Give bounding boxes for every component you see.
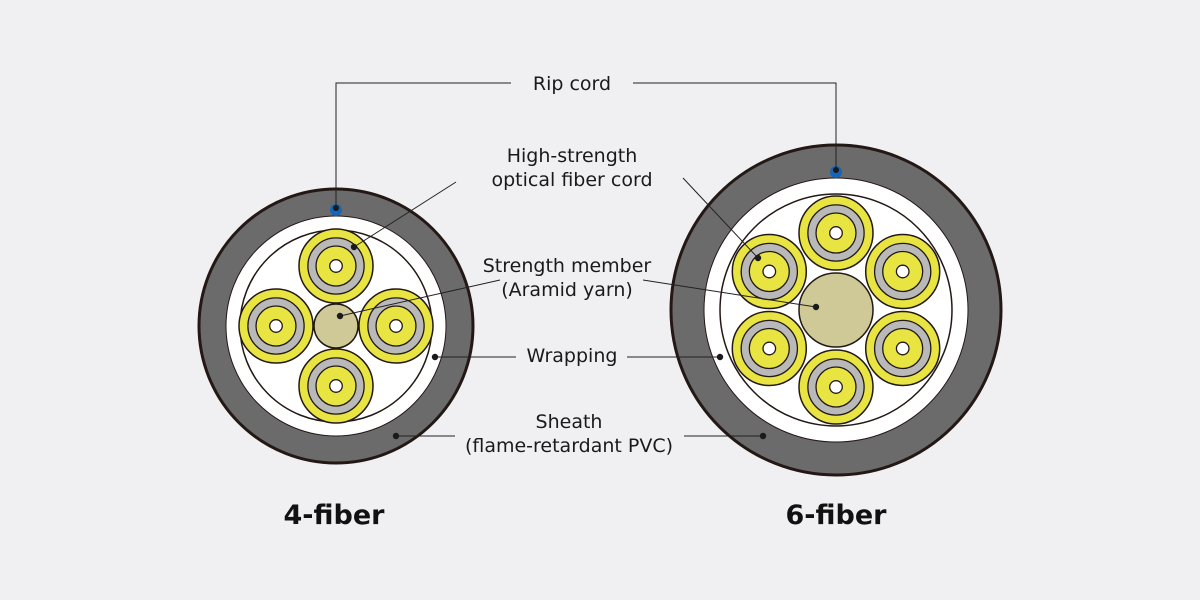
caption-4-fiber: 4-fiber — [284, 500, 386, 531]
leader-lines — [333, 82, 839, 440]
leader-strength-left — [339, 279, 501, 317]
dot-strength-left — [336, 312, 344, 320]
fiber-center — [329, 259, 343, 273]
dot-rip-cord-right — [833, 167, 839, 173]
labels: Rip cord High-strength optical fiber cor… — [465, 73, 673, 457]
dot-strength-right — [812, 303, 820, 311]
label-fiber-cord-line2: optical fiber cord — [492, 169, 653, 191]
strength-member-4-fiber — [313, 303, 359, 349]
fiber-center — [762, 341, 777, 356]
dot-fiber-cord-left — [350, 243, 358, 251]
leader-fiber-cord-right — [682, 177, 759, 259]
strength-member-6-fiber — [798, 272, 874, 348]
wrapping-inner-line-6-fiber — [719, 193, 953, 427]
dot-wrapping-right — [716, 353, 724, 361]
fiber-cord — [358, 288, 434, 364]
label-wrapping: Wrapping — [527, 345, 618, 367]
fiber-center — [895, 264, 910, 279]
fiber-cords-6-fiber — [731, 195, 941, 425]
fiber-cord — [298, 228, 374, 304]
label-strength-member-line2: (Aramid yarn) — [501, 279, 633, 301]
cable-4-fiber — [197, 187, 475, 465]
label-sheath-line2: (flame-retardant PVC) — [465, 435, 673, 457]
fiber-cord — [864, 233, 941, 310]
leader-rip-cord-left — [335, 82, 511, 210]
fiber-center — [829, 380, 843, 394]
dot-wrapping-left — [431, 353, 439, 361]
dot-fiber-cord-right — [754, 254, 762, 262]
dot-sheath-left — [392, 432, 400, 440]
fiber-center — [895, 341, 910, 356]
fiber-center — [269, 319, 283, 333]
fiber-cord — [731, 233, 808, 310]
label-sheath-line1: Sheath — [536, 411, 603, 433]
fiber-cord — [238, 288, 314, 364]
fiber-center — [329, 379, 343, 393]
label-fiber-cord-line1: High-strength — [507, 145, 638, 167]
fiber-cord — [298, 348, 374, 424]
fiber-cord — [731, 310, 808, 387]
fiber-cord — [798, 349, 874, 425]
label-strength-member-line1: Strength member — [483, 255, 652, 277]
fiber-center — [389, 319, 403, 333]
cable-6-fiber — [669, 143, 1003, 477]
fiber-cord — [798, 195, 874, 271]
fiber-center — [762, 264, 777, 279]
fiber-cords-4-fiber — [238, 228, 434, 424]
label-rip-cord: Rip cord — [533, 73, 611, 95]
dot-rip-cord-left — [333, 205, 339, 211]
caption-6-fiber: 6-fiber — [786, 500, 888, 531]
leader-fiber-cord-left — [353, 181, 457, 248]
leader-strength-right — [642, 279, 817, 308]
leader-rip-cord-right — [633, 82, 837, 170]
fiber-center — [829, 226, 843, 240]
fiber-cord — [864, 310, 941, 387]
dot-sheath-right — [759, 432, 767, 440]
